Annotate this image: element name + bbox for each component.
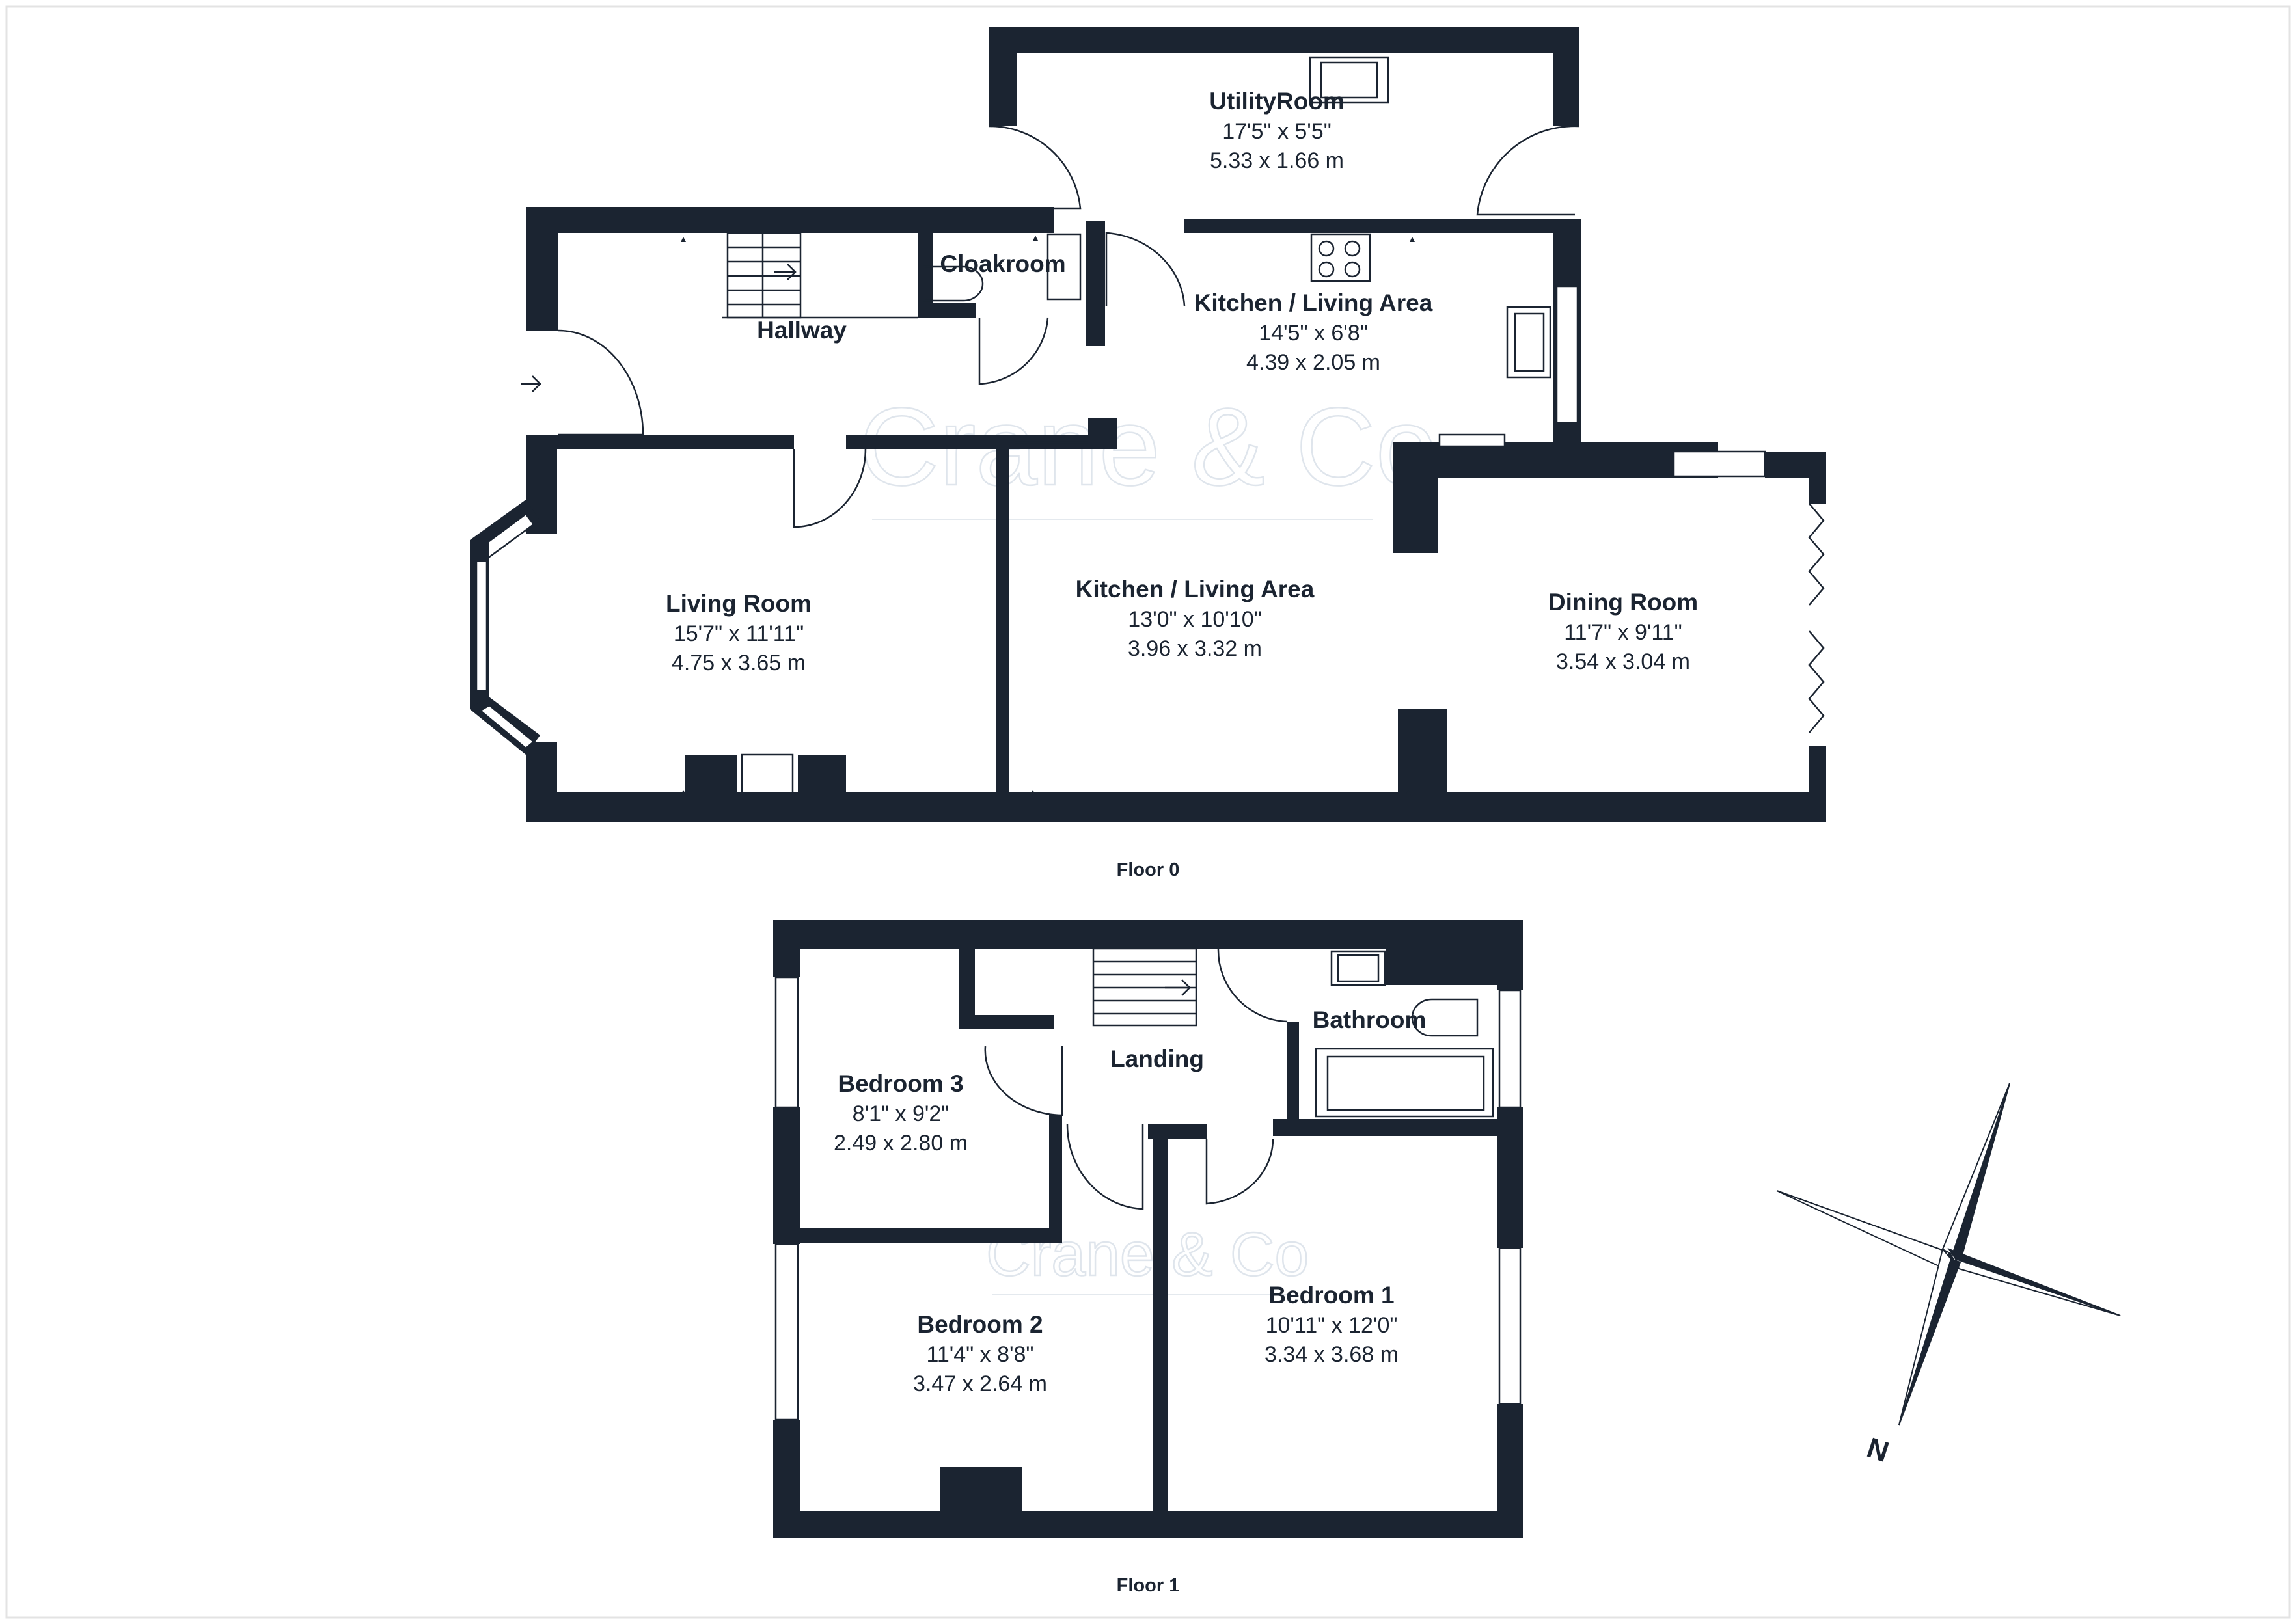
floor-1-stairs — [1092, 947, 1197, 1027]
room-metric-utility: 5.33 x 1.66 m — [1210, 148, 1344, 173]
room-name-landing: Landing — [1110, 1046, 1204, 1072]
room-name-utility: UtilityRoom — [1209, 88, 1345, 115]
room-name-bedroom-3: Bedroom 3 — [838, 1070, 963, 1097]
room-metric-kitchen-main: 3.96 x 3.32 m — [1128, 636, 1262, 661]
room-name-bathroom: Bathroom — [1313, 1007, 1427, 1033]
room-imperial-bedroom-2: 11'4" x 8'8" — [926, 1342, 1033, 1367]
room-name-living-room: Living Room — [666, 590, 812, 617]
room-name-bedroom-1: Bedroom 1 — [1268, 1282, 1394, 1308]
room-imperial-bedroom-1: 10'11" x 12'0" — [1266, 1313, 1398, 1338]
compass-north-label: N — [1863, 1432, 1893, 1468]
room-name-bedroom-2: Bedroom 2 — [917, 1311, 1043, 1338]
room-metric-kitchen-top: 4.39 x 2.05 m — [1246, 350, 1380, 375]
room-name-hallway: Hallway — [757, 317, 847, 344]
room-imperial-bedroom-3: 8'1" x 9'2" — [853, 1102, 950, 1126]
compass-rose-icon — [1776, 1083, 2121, 1426]
room-metric-living-room: 4.75 x 3.65 m — [672, 651, 806, 675]
room-name-kitchen-top: Kitchen / Living Area — [1194, 290, 1433, 316]
floor-0-label: Floor 0 — [1117, 859, 1180, 880]
room-metric-dining-room: 3.54 x 3.04 m — [1556, 649, 1690, 674]
room-imperial-kitchen-top: 14'5" x 6'8" — [1259, 321, 1368, 345]
room-metric-bedroom-2: 3.47 x 2.64 m — [913, 1372, 1047, 1396]
room-name-dining-room: Dining Room — [1548, 589, 1698, 616]
room-metric-bedroom-1: 3.34 x 3.68 m — [1264, 1342, 1399, 1367]
page-border — [5, 5, 2291, 1619]
room-name-cloakroom: Cloakroom — [940, 250, 1065, 277]
room-imperial-living-room: 15'7" x 11'11" — [674, 621, 804, 646]
floor-0-plan — [470, 27, 1826, 822]
room-name-kitchen-main: Kitchen / Living Area — [1076, 576, 1315, 602]
floor-1-plan — [773, 920, 1523, 1538]
floor-1-label: Floor 1 — [1117, 1575, 1180, 1596]
room-imperial-kitchen-main: 13'0" x 10'10" — [1128, 607, 1261, 632]
room-metric-bedroom-3: 2.49 x 2.80 m — [834, 1131, 968, 1156]
room-imperial-utility: 17'5" x 5'5" — [1222, 119, 1332, 144]
floor-0-stairs — [722, 232, 918, 319]
room-imperial-dining-room: 11'7" x 9'11" — [1564, 620, 1682, 645]
